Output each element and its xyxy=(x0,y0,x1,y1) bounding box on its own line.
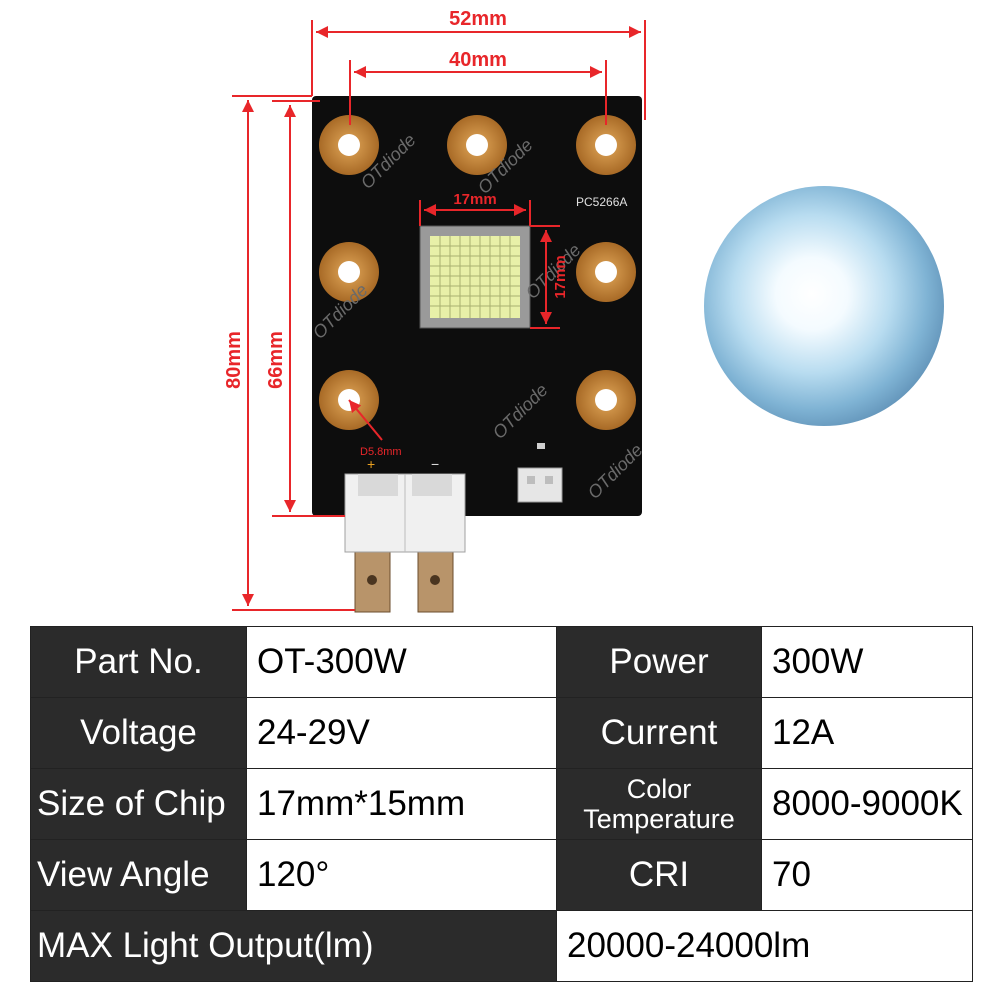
dimension-label: 66mm xyxy=(265,331,287,389)
voltage-value: 24-29V xyxy=(246,697,557,769)
table-row: View Angle 120° CRI 70 xyxy=(30,839,973,911)
current-label: Current xyxy=(556,697,762,769)
dimension-hole-diameter: D5.8mm xyxy=(348,399,402,458)
mounting-hole xyxy=(576,370,636,430)
light-glow-image xyxy=(704,186,944,426)
cri-label: CRI xyxy=(556,839,762,911)
view-angle-label: View Angle xyxy=(30,839,247,911)
mounting-hole xyxy=(447,115,507,175)
led-chip xyxy=(419,225,531,329)
product-drawing: PC5266A + − OTdiode OTdiode OTdiode OTdi… xyxy=(223,8,944,613)
max-output-label: MAX Light Output(lm) xyxy=(30,910,557,982)
plus-mark: + xyxy=(367,456,375,472)
mounting-hole xyxy=(319,242,379,302)
board-connector xyxy=(517,443,563,503)
table-row: Size of Chip 17mm*15mm Color Temperature… xyxy=(30,768,973,840)
dimension-total-height: 80mm xyxy=(223,95,355,611)
voltage-label: Voltage xyxy=(30,697,247,769)
spec-table: Part No. OT-300W Power 300W Voltage 24-2… xyxy=(30,626,973,982)
dimension-chip-width: 17mm xyxy=(419,191,531,226)
minus-mark: − xyxy=(431,456,439,472)
color-temperature-value: 8000-9000K xyxy=(761,768,973,840)
part-no-value: OT-300W xyxy=(246,626,557,698)
terminal-block xyxy=(344,473,466,553)
mounting-holes xyxy=(319,115,636,430)
table-row: Part No. OT-300W Power 300W xyxy=(30,626,973,698)
power-value: 300W xyxy=(761,626,973,698)
dimension-label: D5.8mm xyxy=(360,446,402,458)
dimension-hole-height: 66mm xyxy=(265,100,345,517)
power-label: Power xyxy=(556,626,762,698)
color-temperature-label-line2: Temperature xyxy=(583,804,735,834)
mounting-hole xyxy=(576,242,636,302)
chip-size-value: 17mm*15mm xyxy=(246,768,557,840)
dimension-chip-height: 17mm xyxy=(530,225,569,329)
current-value: 12A xyxy=(761,697,973,769)
part-no-label: Part No. xyxy=(30,626,247,698)
power-terminals xyxy=(354,549,454,613)
dimension-label: 17mm xyxy=(552,255,569,298)
color-temperature-label-line1: Color xyxy=(626,774,692,804)
view-angle-value: 120° xyxy=(246,839,557,911)
table-row: MAX Light Output(lm) 20000-24000lm xyxy=(30,910,973,982)
mounting-hole xyxy=(319,115,379,175)
max-output-value: 20000-24000lm xyxy=(556,910,973,982)
color-temperature-label: Color Temperature xyxy=(556,768,762,840)
cri-value: 70 xyxy=(761,839,973,911)
dimension-hole-spacing: 40mm xyxy=(349,49,607,125)
dimension-label: 80mm xyxy=(223,331,245,389)
chip-size-label: Size of Chip xyxy=(30,768,247,840)
dimension-label: 40mm xyxy=(449,49,507,71)
table-row: Voltage 24-29V Current 12A xyxy=(30,697,973,769)
mounting-hole xyxy=(576,115,636,175)
dimension-board-width: 52mm xyxy=(311,8,646,120)
dimension-label: 17mm xyxy=(453,191,496,208)
dimension-label: 52mm xyxy=(449,8,507,30)
model-marking: PC5266A xyxy=(576,195,627,209)
